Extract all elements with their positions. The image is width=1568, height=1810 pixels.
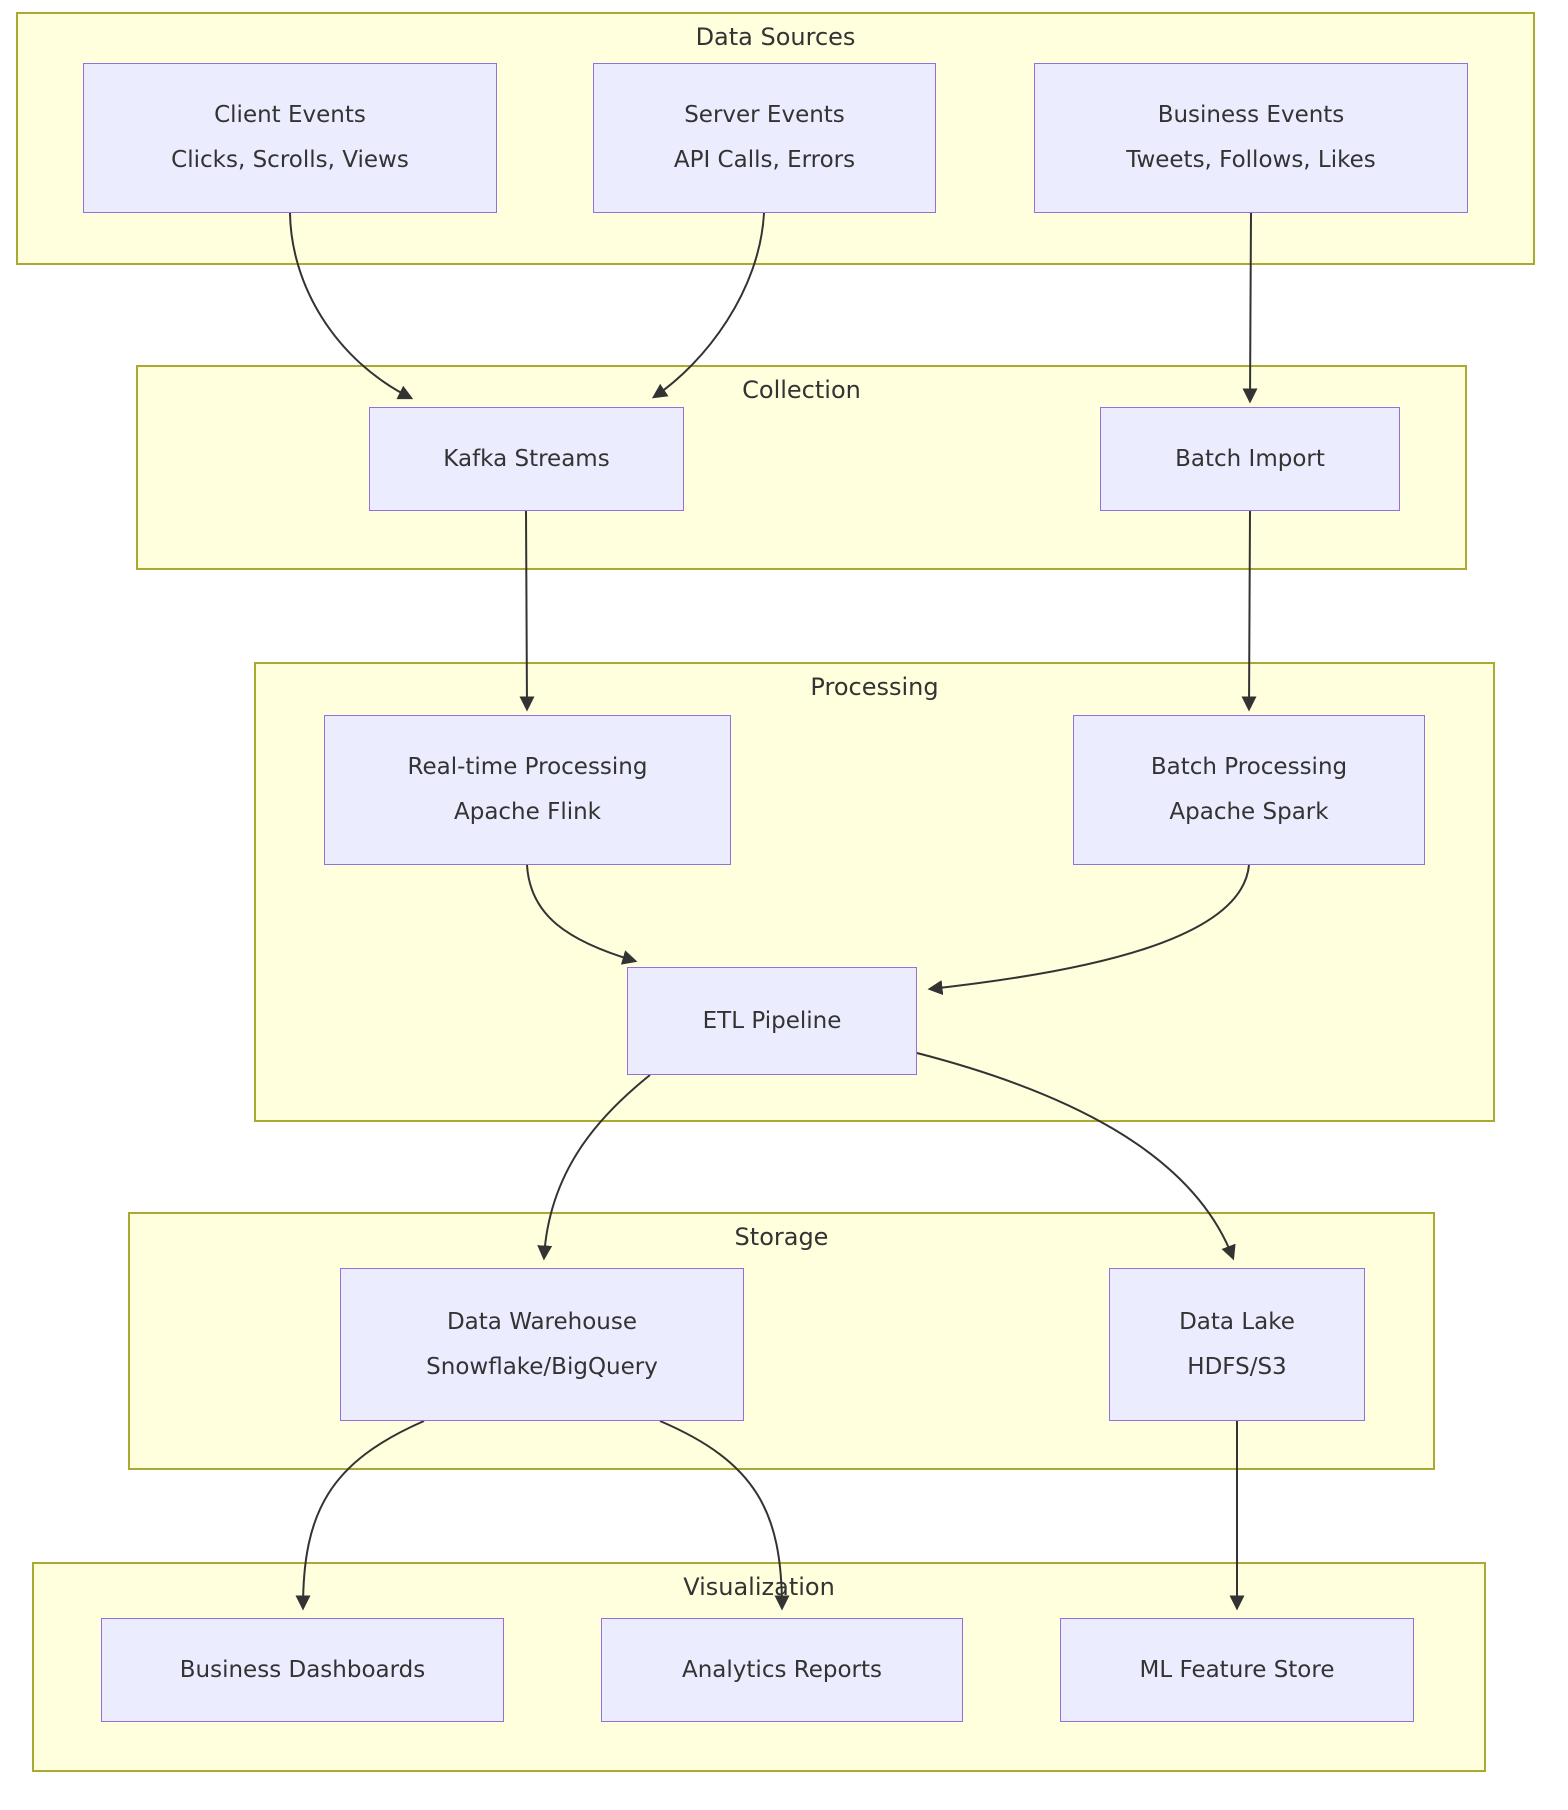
cluster-visualization-label: Visualization <box>683 1573 835 1601</box>
node-realtime-processing: Real-time Processing Apache Flink <box>324 715 731 865</box>
node-realtime-processing-line2: Apache Flink <box>453 799 602 825</box>
cluster-collection-label: Collection <box>742 376 861 404</box>
node-batch-processing: Batch Processing Apache Spark <box>1073 715 1425 865</box>
node-client-events-line1: Client Events <box>214 102 366 128</box>
node-batch-import: Batch Import <box>1100 407 1400 511</box>
node-client-events-line2: Clicks, Scrolls, Views <box>171 147 409 173</box>
node-etl-pipeline: ETL Pipeline <box>627 967 917 1075</box>
node-business-dashboards-line1: Business Dashboards <box>179 1656 426 1683</box>
node-server-events: Server Events API Calls, Errors <box>593 63 936 213</box>
node-business-dashboards: Business Dashboards <box>101 1618 504 1722</box>
edge-business-events-to-batch-import <box>1242 212 1258 404</box>
edge-realtime-processing-to-etl-pipeline <box>526 864 638 965</box>
node-server-events-line2: API Calls, Errors <box>673 147 856 173</box>
node-business-events-line2: Tweets, Follows, Likes <box>1126 147 1376 173</box>
node-batch-processing-line1: Batch Processing <box>1150 754 1348 780</box>
edge-server-events-to-kafka-streams <box>651 212 765 399</box>
node-ml-feature-store: ML Feature Store <box>1060 1618 1414 1722</box>
node-analytics-reports: Analytics Reports <box>601 1618 963 1722</box>
edge-batch-import-to-batch-processing <box>1241 510 1257 712</box>
node-kafka-streams-line1: Kafka Streams <box>443 445 610 472</box>
node-batch-import-line1: Batch Import <box>1175 445 1325 472</box>
node-kafka-streams: Kafka Streams <box>369 407 684 511</box>
edge-data-warehouse-to-business-dashboards <box>295 1420 425 1611</box>
edge-data-warehouse-to-analytics-reports <box>659 1420 790 1611</box>
edge-etl-pipeline-to-data-warehouse <box>537 1074 651 1261</box>
edge-client-events-to-kafka-streams <box>289 212 414 400</box>
node-analytics-reports-line1: Analytics Reports <box>682 1656 882 1683</box>
node-server-events-line1: Server Events <box>684 102 845 128</box>
node-data-lake-line1: Data Lake <box>1179 1308 1295 1335</box>
edge-kafka-streams-to-realtime-processing <box>519 510 535 712</box>
edge-etl-pipeline-to-data-lake <box>916 1052 1236 1261</box>
node-data-lake-line2: HDFS/S3 <box>1187 1353 1287 1380</box>
node-client-events: Client Events Clicks, Scrolls, Views <box>83 63 497 213</box>
node-realtime-processing-line1: Real-time Processing <box>407 754 648 780</box>
node-data-warehouse-line2: Snowflake/BigQuery <box>426 1353 658 1380</box>
cluster-storage-label: Storage <box>734 1223 829 1251</box>
node-data-warehouse-line1: Data Warehouse <box>446 1308 638 1335</box>
node-data-warehouse: Data Warehouse Snowflake/BigQuery <box>340 1268 744 1421</box>
cluster-processing-label: Processing <box>810 673 939 701</box>
node-data-lake: Data Lake HDFS/S3 <box>1109 1268 1365 1421</box>
node-business-events-line1: Business Events <box>1157 102 1345 128</box>
node-etl-pipeline-line1: ETL Pipeline <box>702 1007 842 1034</box>
node-batch-processing-line2: Apache Spark <box>1169 799 1329 825</box>
node-ml-feature-store-line1: ML Feature Store <box>1139 1656 1335 1683</box>
edge-batch-processing-to-etl-pipeline <box>927 864 1250 996</box>
cluster-data-sources-label: Data Sources <box>695 23 856 51</box>
node-business-events: Business Events Tweets, Follows, Likes <box>1034 63 1468 213</box>
